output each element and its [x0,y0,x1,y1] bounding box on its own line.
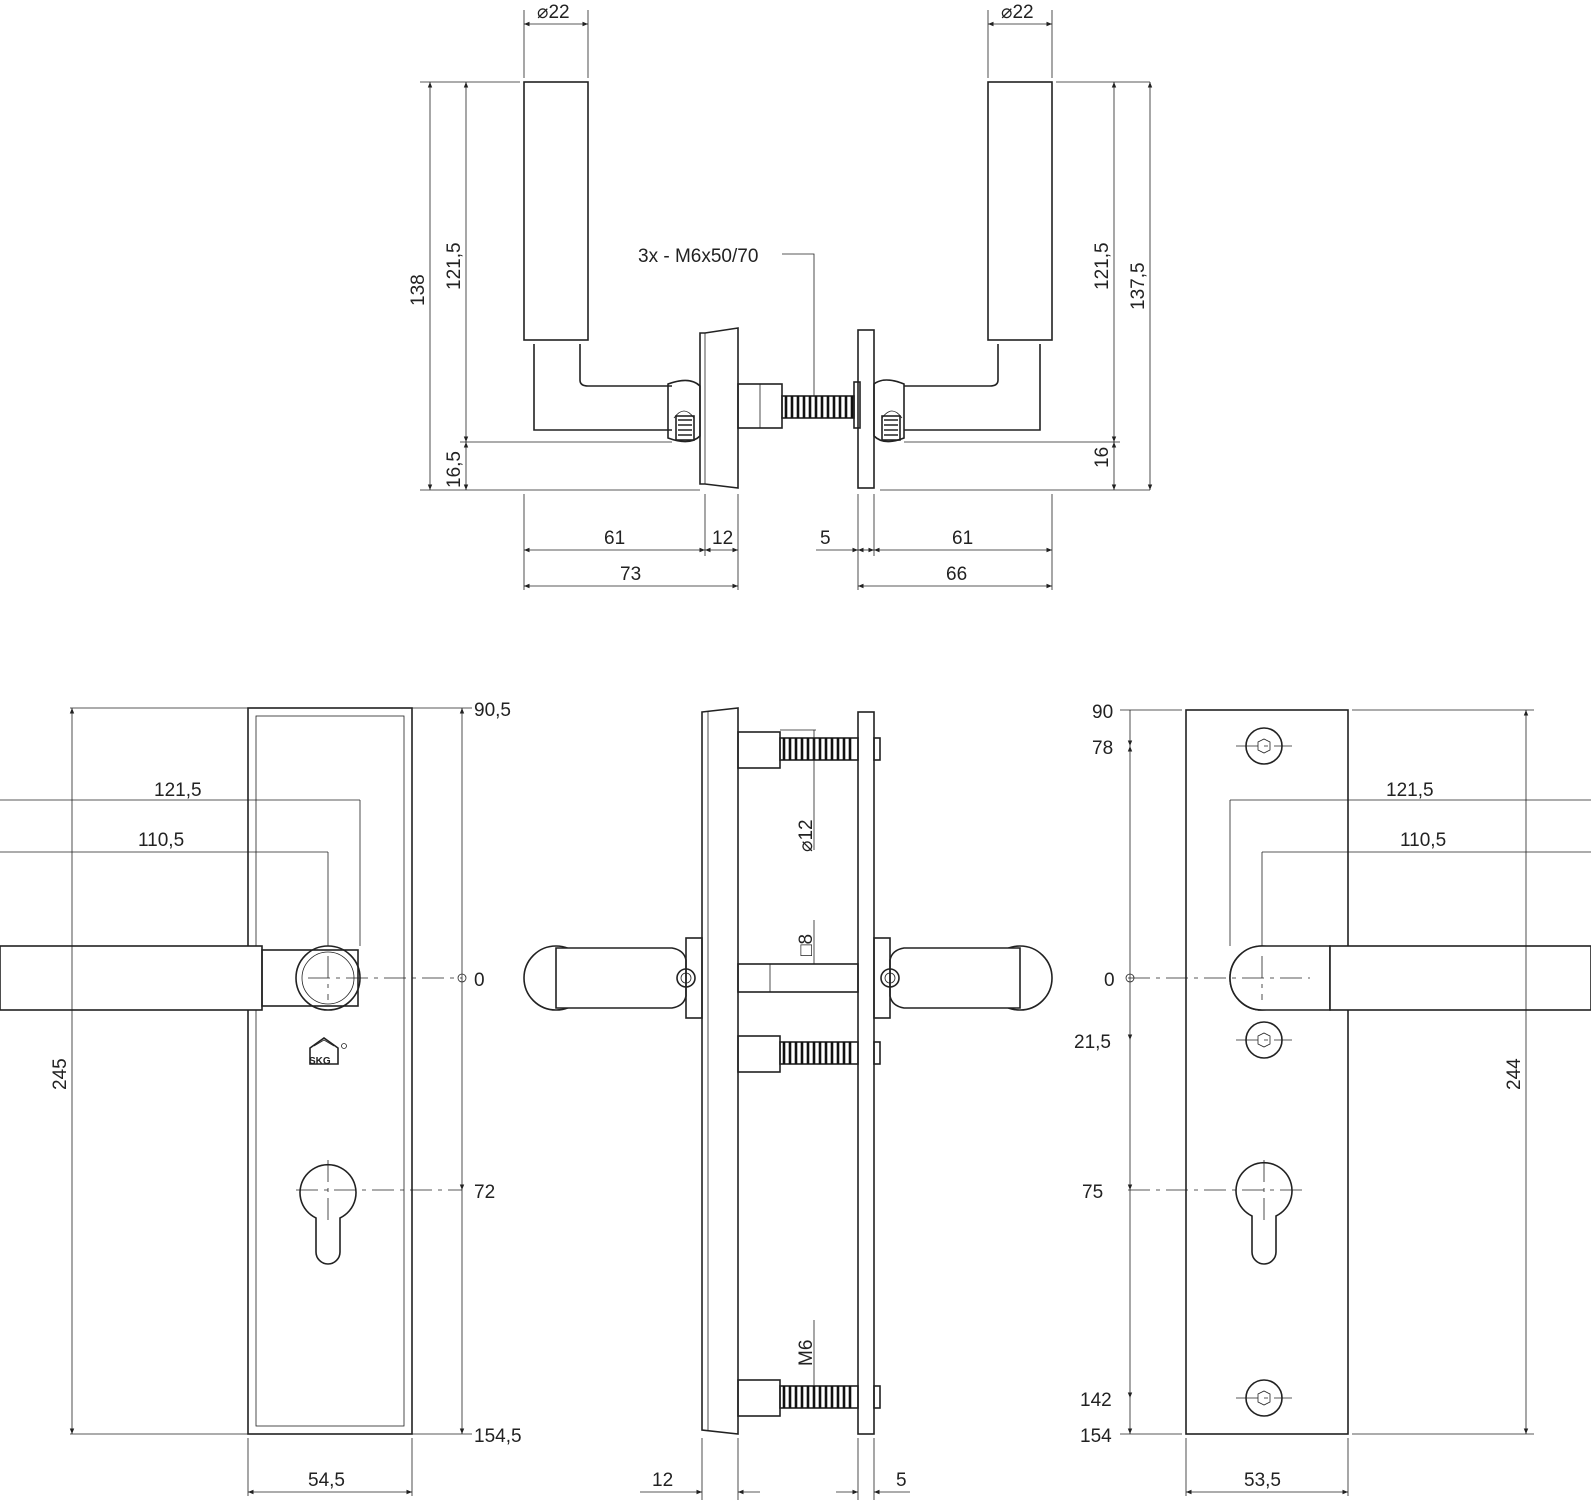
left-keyhole [299,1163,357,1265]
middle-right-lever [889,947,1021,1009]
dim-78: 78 [1092,738,1113,759]
dim-245: 245 [50,1058,71,1090]
right-keyhole [1235,1161,1293,1265]
dim-137-5: 137,5 [1128,262,1149,310]
dim-121-5-left-view: 121,5 [154,780,202,801]
right-grip [987,81,1053,341]
dim-138: 138 [408,274,429,306]
middle-right-plate [857,711,875,1435]
dim-75: 75 [1082,1182,1103,1203]
dim-5-top: 5 [820,528,831,549]
dim-244: 244 [1504,1058,1525,1090]
middle-side-view: ⌀12 □8 M6 12 5 [523,707,1053,1500]
left-grip [523,81,589,341]
left-rose [699,327,739,489]
right-front-view: 121,5 110,5 244 90 78 0 21,5 75 142 154 … [1074,702,1591,1496]
dim-m6: M6 [796,1340,817,1366]
top-side-view: ⌀22 ⌀22 3x - M6x50/70 138 121,5 16,5 121… [408,2,1153,590]
dim-16-5: 16,5 [444,451,465,488]
dim-66: 66 [946,564,967,585]
left-backplate [247,707,413,1435]
dim-dia-left: ⌀22 [537,2,570,23]
right-lever-arm [904,344,1041,431]
dim-121-5-right: 121,5 [1092,242,1113,290]
skg-logo: SKG [309,1037,347,1067]
dim-90: 90 [1092,702,1113,723]
dim-0-right: 0 [1104,970,1115,991]
dim-5-mid: 5 [896,1470,907,1491]
dim-73: 73 [620,564,641,585]
dim-53-5: 53,5 [1244,1470,1281,1491]
dim-dia-12: ⌀12 [796,819,817,852]
dim-142: 142 [1080,1390,1112,1411]
dim-square-8: □8 [796,934,817,956]
left-front-view: SKG 121,5 110,5 245 90,5 0 72 154,5 54,5 [0,700,522,1496]
right-backplate [1185,709,1349,1435]
dim-12-mid: 12 [652,1470,673,1491]
dim-121-5-right-view: 121,5 [1386,780,1434,801]
dim-154-5: 154,5 [474,1426,522,1447]
middle-left-plate [701,707,739,1435]
middle-left-lever [555,947,687,1009]
dim-110-5-left-view: 110,5 [138,830,184,851]
dim-61-left: 61 [604,528,625,549]
dim-16: 16 [1092,447,1113,468]
left-lever-arm [533,344,672,431]
dim-110-5-right-view: 110,5 [1400,830,1446,851]
dim-54-5: 54,5 [308,1470,345,1491]
dim-0-left: 0 [474,970,485,991]
dim-72: 72 [474,1182,495,1203]
screw-note: 3x - M6x50/70 [638,246,758,267]
right-lever-grip [1329,945,1591,1011]
dim-21-5: 21,5 [1074,1032,1111,1053]
left-lever-grip [0,945,263,1011]
dim-154: 154 [1080,1426,1112,1447]
dim-121-5-left: 121,5 [444,242,465,290]
dim-12-top: 12 [712,528,733,549]
dim-dia-right: ⌀22 [1001,2,1034,23]
dim-90-5: 90,5 [474,700,511,721]
dim-61-right: 61 [952,528,973,549]
svg-text:SKG: SKG [309,1056,331,1067]
